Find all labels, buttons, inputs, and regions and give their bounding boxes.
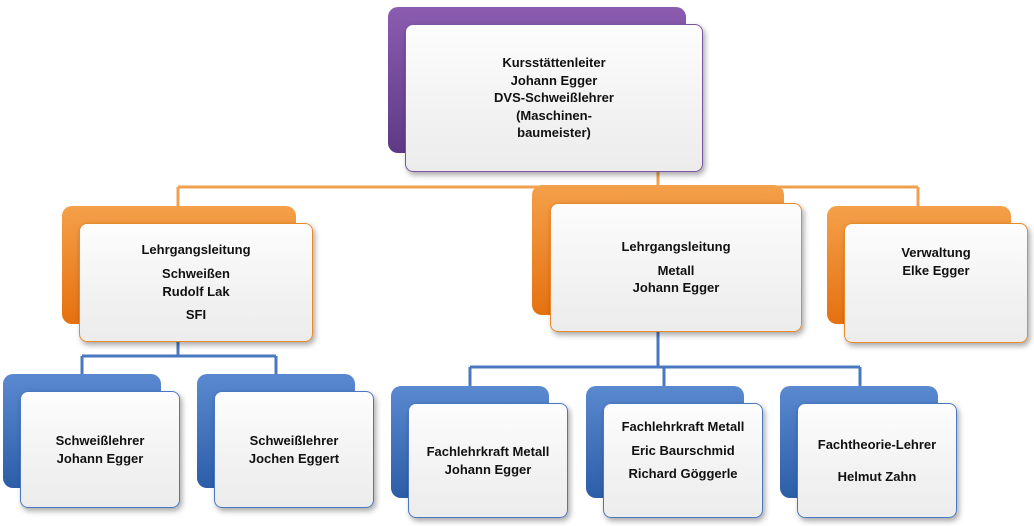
node-card: Schweißlehrer Jochen Eggert [214, 391, 374, 508]
node-name: Johann Egger [56, 450, 144, 466]
node-card: Verwaltung Elke Egger [844, 223, 1028, 343]
node-card: Schweißlehrer Johann Egger [20, 391, 180, 508]
node-title: Lehrgangsleitung [141, 242, 251, 258]
node-card: Fachlehrkraft Metall Eric Baurschmid Ric… [603, 403, 763, 518]
node-detail: baumeister) [517, 125, 591, 141]
node-name: Johann Egger [444, 461, 532, 477]
node-title: Verwaltung [901, 245, 971, 260]
node-card: Lehrgangsleitung Schweißen Rudolf Lak SF… [79, 223, 313, 342]
node-name: Helmut Zahn [837, 468, 917, 484]
node-name: Jochen Eggert [248, 450, 340, 466]
node-detail: (Maschinen- [516, 107, 592, 123]
node-title: Fachtheorie-Lehrer [817, 436, 937, 452]
node-qualification: SFI [185, 307, 207, 323]
node-name: Eric Baurschmid [631, 442, 735, 458]
node-name: Richard Göggerle [628, 466, 738, 482]
node-card: Lehrgangsleitung Metall Johann Egger [550, 203, 802, 332]
node-title: Schweißlehrer [249, 432, 339, 448]
node-name: Johann Egger [632, 280, 720, 296]
node-role: DVS-Schweißlehrer [494, 90, 614, 106]
node-name: Johann Egger [510, 72, 598, 88]
node-title: Schweißlehrer [55, 432, 145, 448]
node-card: Kursstättenleiter Johann Egger DVS-Schwe… [405, 24, 703, 172]
node-card: Fachtheorie-Lehrer Helmut Zahn [797, 403, 957, 518]
node-title: Lehrgangsleitung [621, 239, 731, 254]
node-title: Fachlehrkraft Metall [621, 419, 745, 434]
node-title: Fachlehrkraft Metall [426, 443, 550, 459]
node-name: Elke Egger [902, 262, 970, 278]
node-card: Fachlehrkraft Metall Johann Egger [408, 403, 568, 518]
node-department: Schweißen [162, 265, 230, 281]
node-name: Rudolf Lak [162, 283, 230, 299]
node-title: Kursstättenleiter [502, 55, 606, 71]
node-department: Metall [657, 262, 695, 278]
